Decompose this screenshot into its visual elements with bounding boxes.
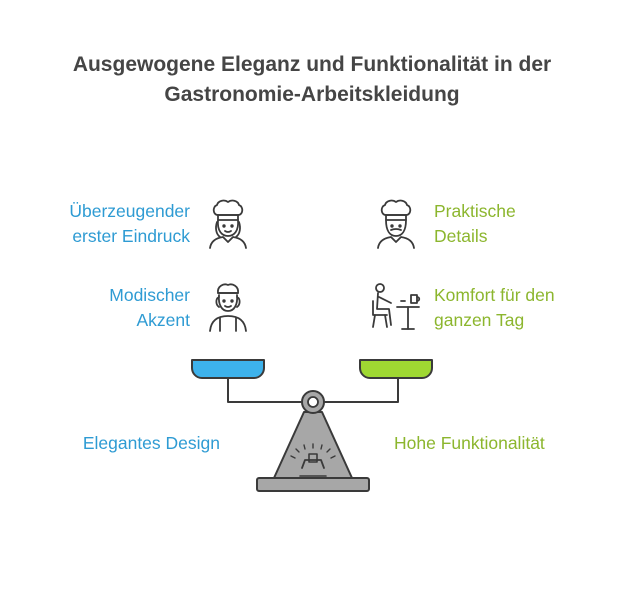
balance-base: [256, 477, 370, 492]
label-elegantes-design: Elegantes Design: [82, 433, 220, 453]
female-chef-icon: [202, 198, 254, 250]
waitress-icon: [204, 281, 252, 333]
label-line: Akzent: [136, 310, 191, 330]
label-line: ganzen Tag: [434, 310, 525, 330]
label-komfort-fuer-den-ganzen-tag: Komfort für den ganzen Tag: [434, 283, 555, 333]
label-line: Modischer: [109, 285, 190, 305]
label-line: Komfort für den: [434, 285, 555, 305]
title-line-1: Ausgewogene Eleganz und Funktionalität i…: [72, 53, 552, 76]
title-line-2: Gastronomie-Arbeitskleidung: [164, 83, 460, 106]
right-pan: [359, 359, 433, 379]
left-pan: [191, 359, 265, 379]
balance-scale: [190, 356, 436, 496]
label-hohe-funktionalitaet: Hohe Funktionalität: [394, 433, 545, 453]
seated-person-at-table-icon: [369, 281, 423, 333]
label-modischer-akzent: Modischer Akzent: [109, 283, 190, 333]
male-chef-icon: [370, 198, 422, 250]
label-line: Praktische: [434, 201, 516, 221]
label-praktische-details: Praktische Details: [434, 199, 516, 249]
label-line: erster Eindruck: [72, 226, 190, 246]
label-ueberzeugender-erster-eindruck: Überzeugender erster Eindruck: [69, 199, 190, 249]
label-line: Details: [434, 226, 488, 246]
page-title: Ausgewogene Eleganz und Funktionalität i…: [0, 50, 624, 110]
label-line: Überzeugender: [69, 201, 190, 221]
